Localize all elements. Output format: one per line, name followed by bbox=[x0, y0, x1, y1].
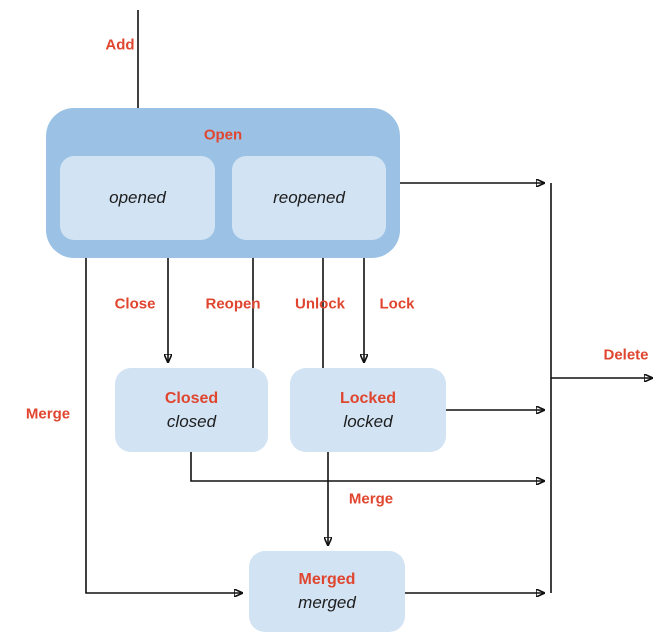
transition-label-merge-mid: Merge bbox=[348, 490, 394, 508]
state-locked: Locked locked bbox=[290, 368, 446, 452]
state-closed-title: Closed bbox=[164, 389, 219, 407]
substate-reopened: reopened bbox=[232, 156, 386, 240]
transition-label-reopen: Reopen bbox=[205, 295, 261, 313]
transition-label-close: Close bbox=[114, 295, 156, 313]
transition-label-add: Add bbox=[105, 36, 135, 54]
transition-label-merge-left: Merge bbox=[25, 405, 71, 423]
state-merged: Merged merged bbox=[249, 551, 405, 632]
state-merged-substate: merged bbox=[298, 593, 356, 612]
transition-label-delete: Delete bbox=[603, 346, 649, 364]
transition-label-lock: Lock bbox=[379, 295, 415, 313]
open-to-merged-arrow bbox=[85, 258, 242, 593]
state-closed: Closed closed bbox=[115, 368, 268, 452]
state-merged-title: Merged bbox=[298, 571, 356, 588]
state-locked-substate: locked bbox=[343, 411, 393, 431]
substate-opened: opened bbox=[60, 156, 215, 240]
state-open-label: Open bbox=[203, 126, 243, 144]
substate-opened-label: opened bbox=[109, 188, 166, 207]
transition-label-unlock: Unlock bbox=[294, 295, 346, 313]
substate-reopened-label: reopened bbox=[273, 188, 345, 207]
state-locked-title: Locked bbox=[339, 389, 396, 407]
closed-to-delete-arrow bbox=[190, 452, 544, 481]
state-closed-substate: closed bbox=[166, 411, 217, 431]
